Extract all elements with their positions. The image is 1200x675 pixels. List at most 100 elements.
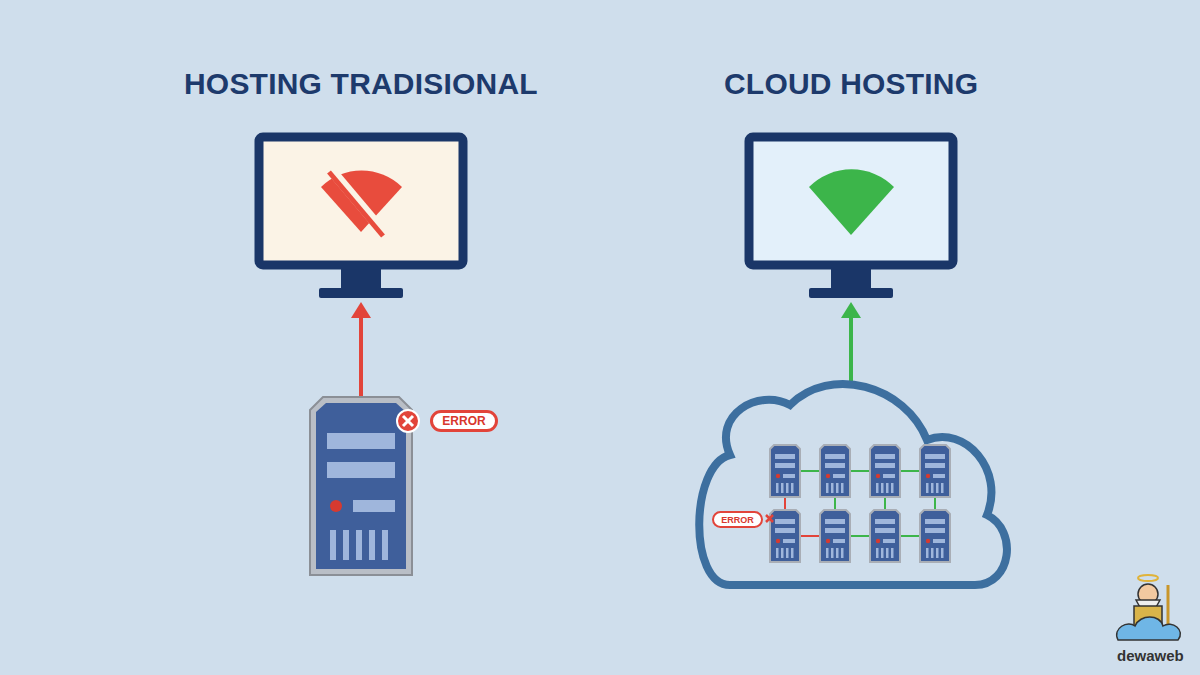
server-vent [836,483,839,493]
server-bay [875,519,895,524]
server-vent [826,483,829,493]
error-text: ERROR [721,515,754,525]
server-vent [886,548,889,558]
server-bay [925,454,945,459]
server-vent [776,548,779,558]
server-vent [791,483,794,493]
server [770,445,800,497]
monitor [259,137,463,298]
error-x-icon [766,515,773,522]
server-bay [775,454,795,459]
server-vent [876,548,879,558]
server-body [870,445,900,497]
server-led [876,474,880,478]
server-led [776,474,780,478]
server [920,510,950,562]
watermark: dewaweb [1117,647,1184,664]
server-vent [826,548,829,558]
server-vent [841,483,844,493]
server [870,445,900,497]
monitor [749,137,953,298]
server-vent [791,548,794,558]
server-vent [831,483,834,493]
server-vent [831,548,834,558]
server-bay [875,454,895,459]
server-bay [875,528,895,533]
server-vent [936,483,939,493]
server-vent [941,548,944,558]
server-vent [891,548,894,558]
server-led [926,474,930,478]
server-body [770,445,800,497]
mascot-icon [1117,575,1181,640]
section-heading: HOSTING TRADISIONAL [184,67,538,101]
server-bay [775,519,795,524]
server-bay [775,463,795,468]
server [820,510,850,562]
server-bay [933,539,945,543]
server-vent [926,548,929,558]
server-body [770,510,800,562]
wire [784,497,786,510]
server-led [826,474,830,478]
no-wifi-icon [321,170,402,236]
cloud-outline [699,384,1007,585]
server-bay [925,528,945,533]
server-bay [925,463,945,468]
server-vent [886,483,889,493]
server [870,510,900,562]
server-bay [883,474,895,478]
server-bay [875,463,895,468]
wire [900,470,920,472]
server-bay [883,539,895,543]
server-bay [783,539,795,543]
server-vent [891,483,894,493]
wire [934,497,936,510]
server [920,445,950,497]
server-bay [833,539,845,543]
server-vent [881,548,884,558]
wire [800,470,820,472]
server-body [920,510,950,562]
green-arrow [841,302,861,392]
server-body [820,445,850,497]
server-led [826,539,830,543]
server-bay [783,474,795,478]
server-bay [825,519,845,524]
wire [800,535,820,537]
wire [900,535,920,537]
server-body [870,510,900,562]
server-vent [936,548,939,558]
server-bay [775,528,795,533]
wire [834,497,836,510]
server-body [820,510,850,562]
red-arrow [351,302,371,398]
server-bay [933,474,945,478]
wire [850,470,870,472]
server-body [920,445,950,497]
server-vent [931,548,934,558]
error-badge: ERROR [430,410,498,432]
server-bay [925,519,945,524]
server-vent [926,483,929,493]
server-vent [841,548,844,558]
server-led [776,539,780,543]
server [820,445,850,497]
error-badge: ERROR [712,511,763,528]
server-led [926,539,930,543]
server-vent [881,483,884,493]
server-bay [825,528,845,533]
server-bay [825,463,845,468]
server-led [876,539,880,543]
server [770,510,800,562]
server-vent [876,483,879,493]
server-vent [781,548,784,558]
server-vent [836,548,839,558]
wire [850,535,870,537]
server-grid [770,445,950,562]
wire [884,497,886,510]
section-heading: CLOUD HOSTING [724,67,978,101]
error-text: ERROR [442,414,485,428]
server-bay [833,474,845,478]
